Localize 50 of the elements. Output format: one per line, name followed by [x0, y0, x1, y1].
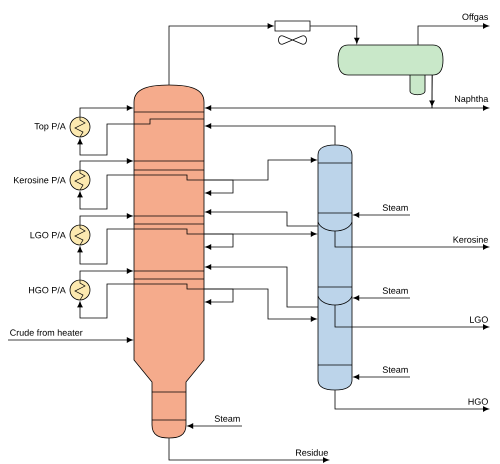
arrow: [204, 234, 234, 250]
arrow: [205, 209, 318, 226]
stream-label: Naphtha: [455, 95, 488, 104]
stream-label: Crude from heater: [10, 329, 83, 336]
arrow: [205, 123, 336, 146]
arrow: [353, 212, 410, 218]
arrow: [80, 213, 133, 225]
heat-exchanger: [70, 224, 90, 246]
arrow: [310, 26, 360, 44]
arrow: [168, 23, 274, 86]
pump-around-label: LGO P/A: [30, 232, 66, 238]
arrow: [80, 105, 133, 117]
heat-exchanger: [70, 170, 90, 190]
arrow: [418, 23, 489, 46]
stream-label: Steam: [382, 366, 408, 373]
arrow: [77, 228, 134, 264]
stream-label: Steam: [214, 415, 240, 422]
arrow: [77, 284, 134, 318]
arrow: [187, 423, 242, 429]
arrow: [77, 174, 134, 210]
pump-around-label: HGO P/A: [29, 286, 66, 294]
pump-around-label: Kerosine P/A: [14, 176, 66, 184]
stream-label: Kerosine: [454, 236, 488, 243]
arrow: [205, 74, 435, 111]
stream-label: Steam: [382, 287, 408, 294]
arrow: [8, 337, 133, 343]
arrow: [77, 124, 134, 156]
arrow: [168, 438, 329, 463]
arrow: [205, 264, 318, 308]
arrow: [334, 230, 489, 250]
stream-label: LGO: [470, 316, 488, 323]
arrow: [334, 390, 489, 412]
arrow: [334, 304, 489, 330]
arrow: [353, 295, 410, 301]
column-vessel: [134, 84, 204, 438]
column-vessel: [318, 144, 352, 390]
stream-label: Steam: [382, 204, 408, 211]
stream-label: HGO: [468, 398, 488, 405]
arrow: [353, 374, 410, 380]
pump-around-label: Top P/A: [34, 122, 66, 132]
heat-exchanger: [70, 280, 90, 300]
stream-label: Residue: [296, 449, 328, 456]
air-cooler: [274, 20, 310, 45]
arrow: [204, 180, 234, 196]
arrow: [80, 158, 133, 170]
heat-exchanger: [70, 116, 90, 138]
stream-label: Offgas: [462, 13, 488, 22]
reflux-drum: [338, 44, 444, 96]
arrow: [80, 268, 133, 280]
arrow: [204, 288, 234, 305]
